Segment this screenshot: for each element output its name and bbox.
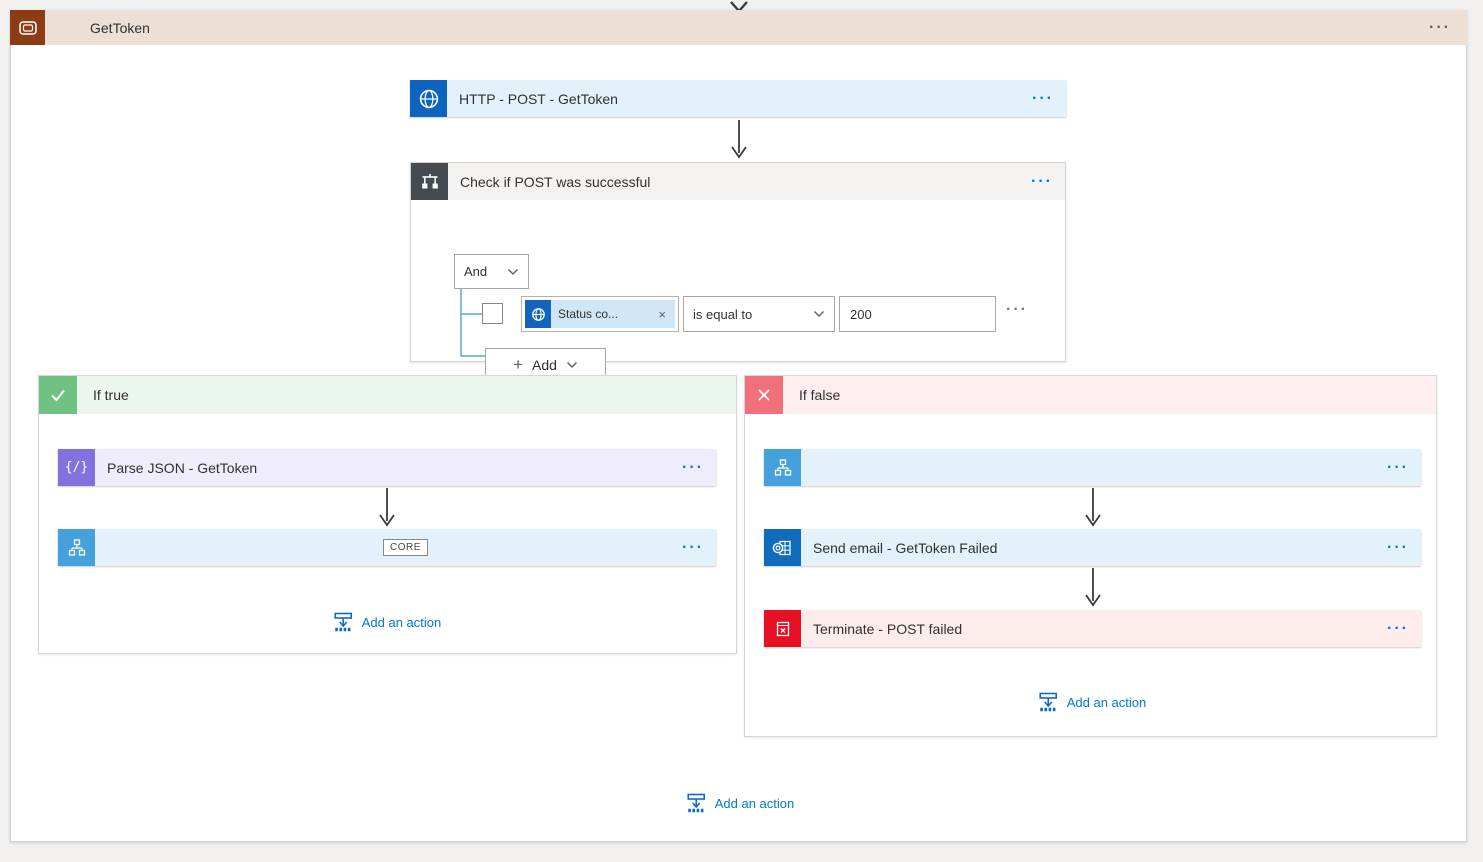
plus-icon: + (513, 355, 523, 374)
add-action-icon (687, 793, 706, 813)
condition-header[interactable]: Check if POST was successful ··· (411, 163, 1065, 200)
token-label: Status co... (558, 307, 619, 321)
operator-value: is equal to (693, 306, 753, 322)
action-untitled-flow[interactable]: ··· (764, 449, 1421, 486)
globe-icon (525, 300, 551, 328)
condition-field-box[interactable]: Status co... × (521, 296, 679, 332)
condition-value-input[interactable] (839, 296, 996, 332)
dynamic-content-token[interactable]: Status co... × (525, 300, 675, 328)
chevron-down-icon (814, 311, 824, 317)
x-icon (745, 376, 783, 414)
branch-if-true-label: If true (93, 387, 129, 403)
action-more-menu-button[interactable]: ··· (1387, 458, 1409, 476)
token-close-button[interactable]: × (658, 306, 666, 322)
add-action-if-false[interactable]: Add an action (1038, 692, 1147, 712)
action-untitled-core[interactable]: CORE ··· (58, 529, 716, 566)
add-action-label: Add an action (361, 614, 442, 630)
condition-more-menu-button[interactable]: ··· (1031, 172, 1053, 190)
outlook-icon (764, 529, 801, 566)
action-send-email[interactable]: Send email - GetToken Failed ··· (764, 529, 1421, 566)
condition-body: And Status co... × (411, 200, 1065, 381)
add-action-icon (334, 612, 353, 632)
condition-join-dropdown[interactable]: And (454, 254, 529, 289)
condition-row-checkbox[interactable] (482, 303, 503, 324)
add-condition-label: Add (532, 356, 557, 373)
workflow-icon (764, 449, 801, 486)
action-parse-json[interactable]: {/} Parse JSON - GetToken ··· (58, 449, 716, 486)
add-action-label: Add an action (714, 795, 795, 811)
branch-if-true-header[interactable]: If true (39, 376, 736, 414)
condition-icon (411, 163, 448, 200)
scope-header[interactable]: GetToken ··· (10, 10, 1467, 45)
action-more-menu-button[interactable]: ··· (1032, 89, 1054, 107)
action-more-menu-button[interactable]: ··· (682, 458, 704, 476)
check-icon (39, 376, 77, 414)
terminate-icon (764, 610, 801, 647)
scope-more-menu-button[interactable]: ··· (1429, 18, 1451, 36)
condition-row-more-menu-button[interactable]: ··· (1006, 301, 1028, 318)
add-action-label: Add an action (1066, 694, 1147, 710)
action-title: HTTP - POST - GetToken (459, 90, 618, 107)
operator-dropdown[interactable]: is equal to (683, 296, 835, 332)
scope-title: GetToken (90, 19, 150, 36)
chevron-down-icon (508, 268, 518, 275)
scope-icon (10, 10, 45, 45)
action-more-menu-button[interactable]: ··· (1387, 538, 1409, 556)
action-more-menu-button[interactable]: ··· (1387, 619, 1409, 637)
parse-json-icon: {/} (58, 449, 95, 486)
action-title: Send email - GetToken Failed (813, 539, 998, 556)
add-action-if-true[interactable]: Add an action (333, 612, 442, 632)
branch-if-false-header[interactable]: If false (745, 376, 1436, 414)
workflow-icon (58, 529, 95, 566)
join-operator-value: And (464, 264, 488, 279)
chevron-down-icon (566, 361, 577, 368)
condition-title: Check if POST was successful (460, 173, 651, 190)
branch-if-false-label: If false (799, 387, 841, 403)
core-badge: CORE (383, 539, 428, 556)
action-title: Terminate - POST failed (813, 620, 963, 637)
add-action-scope[interactable]: Add an action (686, 793, 795, 813)
add-action-icon (1039, 692, 1058, 712)
action-terminate[interactable]: Terminate - POST failed ··· (764, 610, 1421, 647)
action-title: Parse JSON - GetToken (107, 459, 258, 476)
globe-icon (410, 80, 447, 117)
action-more-menu-button[interactable]: ··· (682, 538, 704, 556)
condition-card: Check if POST was successful ··· And (410, 162, 1066, 381)
action-http-post-gettoken[interactable]: HTTP - POST - GetToken ··· (410, 80, 1066, 117)
